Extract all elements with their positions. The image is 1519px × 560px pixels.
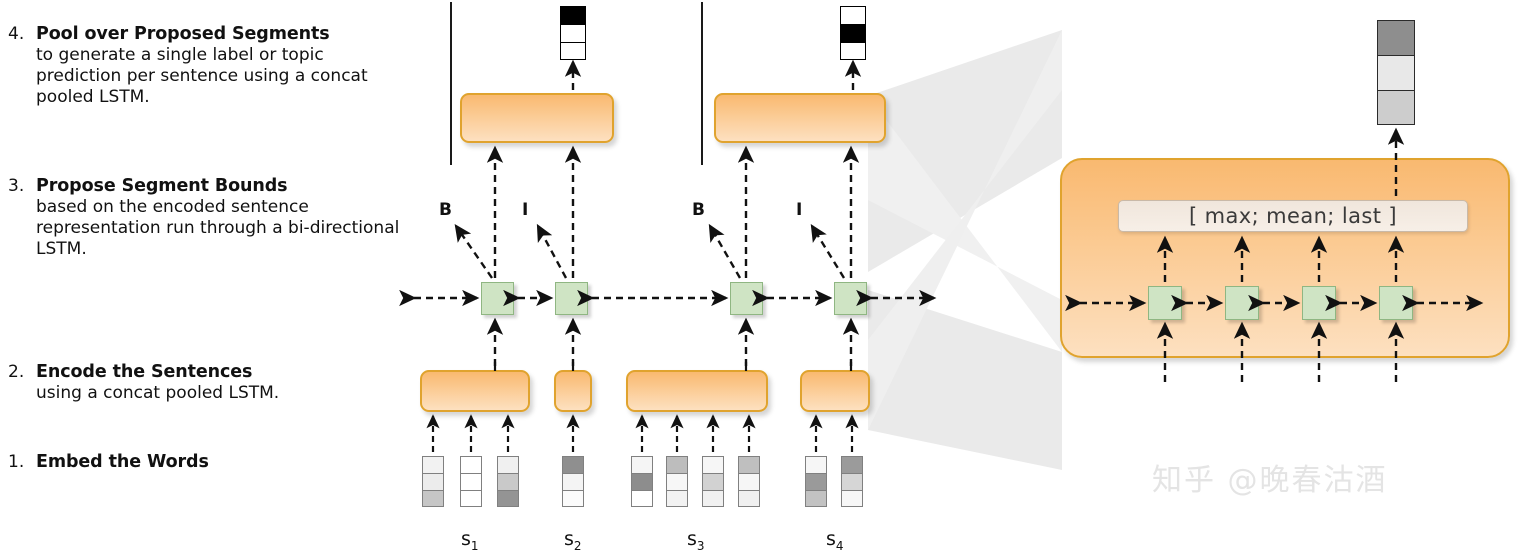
vector-cell-3 [841, 490, 863, 507]
word-embedding-s2-w1 [562, 456, 584, 507]
legend-body-3: based on the encoded sentence representa… [36, 197, 400, 259]
legend-item-1: 1. Embed the Words [8, 452, 408, 473]
tag-label-i2: I [796, 200, 803, 220]
vector-cell-3 [805, 490, 827, 507]
vector-cell-1 [738, 456, 760, 473]
vector-cell-2 [1377, 55, 1415, 90]
legend-body-2: using a concat pooled LSTM. [36, 383, 280, 403]
sentence-encoder-s3 [626, 370, 768, 412]
legend-title-2: Encode the Sentences [36, 362, 253, 382]
bilstm-cell-1 [481, 282, 514, 315]
vector-cell-1 [460, 456, 482, 473]
vector-cell-2 [840, 24, 866, 42]
segment-boundary-bar-2 [701, 2, 703, 165]
vector-cell-2 [422, 473, 444, 490]
segment-1-pooling-lstm [460, 93, 614, 143]
bilstm-cell-3 [730, 282, 763, 315]
legend-title-4: Pool over Proposed Segments [36, 24, 330, 44]
vector-cell-2 [497, 473, 519, 490]
legend-item-4: 4. Pool over Proposed Segments to genera… [8, 24, 408, 108]
vector-cell-3 [840, 42, 866, 60]
sentence-encoder-s4 [800, 370, 870, 412]
bilstm-cell-4 [834, 282, 867, 315]
word-embedding-s3-w2 [666, 456, 688, 507]
vector-cell-1 [562, 456, 584, 473]
word-embedding-s4-w2 [841, 456, 863, 507]
sentence-label-s1: s1 [461, 528, 479, 553]
vector-cell-3 [1377, 90, 1415, 125]
sentence-label-s3: s3 [687, 528, 705, 553]
vector-cell-2 [460, 473, 482, 490]
bilstm-cell-2 [555, 282, 588, 315]
vector-cell-1 [497, 456, 519, 473]
sentence-encoder-s1 [420, 370, 530, 412]
legend-number-1: 1. [8, 452, 25, 472]
word-embedding-s4-w1 [805, 456, 827, 507]
vector-cell-1 [841, 456, 863, 473]
vector-cell-2 [738, 473, 760, 490]
vector-cell-2 [666, 473, 688, 490]
pooling-operation-box: [ max; mean; last ] [1118, 200, 1468, 232]
vector-cell-2 [560, 24, 586, 42]
vector-cell-3 [460, 490, 482, 507]
legend-number-2: 2. [8, 362, 25, 382]
zoomed-lstm-cell-2 [1225, 286, 1259, 320]
tag-label-i1: I [522, 200, 529, 220]
word-embedding-s3-w1 [631, 456, 653, 507]
zoomed-lstm-cell-4 [1379, 286, 1413, 320]
pooled-sentence-vector [1377, 20, 1415, 125]
legend-number-4: 4. [8, 24, 25, 44]
vector-cell-2 [702, 473, 724, 490]
vector-cell-1 [805, 456, 827, 473]
vector-cell-2 [841, 473, 863, 490]
vector-cell-3 [562, 490, 584, 507]
vector-cell-3 [560, 42, 586, 60]
zoomed-concat-pooled-lstm-panel [1060, 158, 1510, 358]
word-embedding-s3-w4 [738, 456, 760, 507]
legend-number-3: 3. [8, 176, 25, 196]
legend-item-3: 3. Propose Segment Bounds based on the e… [8, 176, 408, 260]
vector-cell-3 [631, 490, 653, 507]
tag-label-b1: B [439, 200, 452, 220]
word-embedding-s1-w1 [422, 456, 444, 507]
vector-cell-2 [805, 473, 827, 490]
tag-label-b2: B [692, 200, 705, 220]
vector-cell-1 [1377, 20, 1415, 55]
vector-cell-3 [738, 490, 760, 507]
legend-item-2: 2. Encode the Sentences using a concat p… [8, 362, 408, 404]
vector-cell-3 [702, 490, 724, 507]
vector-cell-1 [840, 6, 866, 24]
legend-body-4: to generate a single label or topic pred… [36, 45, 368, 107]
vector-cell-2 [562, 473, 584, 490]
segment-1-prediction-vector [560, 6, 586, 60]
vector-cell-1 [422, 456, 444, 473]
vector-cell-1 [702, 456, 724, 473]
zoomed-lstm-cell-3 [1302, 286, 1336, 320]
sentence-label-s4: s4 [826, 528, 844, 553]
word-embedding-s3-w3 [702, 456, 724, 507]
vector-cell-1 [560, 6, 586, 24]
vector-cell-3 [666, 490, 688, 507]
legend-title-1: Embed the Words [36, 452, 209, 472]
segment-boundary-bar-1 [450, 2, 452, 165]
sentence-encoder-s2 [554, 370, 592, 412]
vector-cell-3 [422, 490, 444, 507]
zoomed-lstm-cell-1 [1148, 286, 1182, 320]
watermark: 知乎 @晚春沽酒 [1152, 463, 1388, 498]
vector-cell-2 [631, 473, 653, 490]
sentence-label-s2: s2 [564, 528, 582, 553]
vector-cell-1 [666, 456, 688, 473]
segment-2-pooling-lstm [714, 93, 886, 143]
legend-title-3: Propose Segment Bounds [36, 176, 288, 196]
word-embedding-s1-w2 [460, 456, 482, 507]
vector-cell-3 [497, 490, 519, 507]
vector-cell-1 [631, 456, 653, 473]
word-embedding-s1-w3 [497, 456, 519, 507]
segment-2-prediction-vector [840, 6, 866, 60]
